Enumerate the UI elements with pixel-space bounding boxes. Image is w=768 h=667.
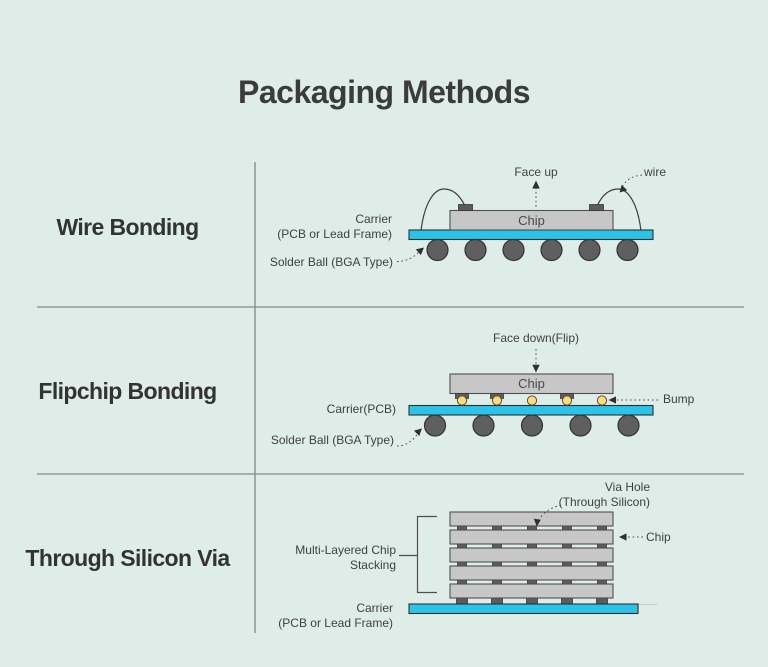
solder-ball <box>423 414 447 437</box>
via-hole-label: Via Hole (Through Silicon) <box>558 480 650 509</box>
arrowhead-icon <box>619 184 628 193</box>
wire-bonding-diagram <box>396 174 654 262</box>
solder-ball <box>426 238 449 262</box>
solder-ball <box>616 238 639 262</box>
bump-label: Bump <box>663 392 695 406</box>
solder-ball <box>472 414 495 437</box>
bump-dot <box>596 395 608 406</box>
row-label-flipchip-bonding: Flipchip Bonding <box>38 378 217 404</box>
stacked-chip-rect <box>449 547 614 563</box>
carrier-bar <box>408 603 639 615</box>
face-down-label: Face down(Flip) <box>492 331 580 345</box>
face-up-label: Face up <box>514 165 558 179</box>
through-silicon-via-diagram <box>399 504 657 615</box>
solder-ball <box>617 414 640 437</box>
wire-label: wire <box>644 165 667 179</box>
bond-wire-right <box>596 188 642 232</box>
chip-rect <box>449 209 614 231</box>
carrier-bar <box>408 404 654 416</box>
row-label-through-silicon-via: Through Silicon Via <box>25 545 230 571</box>
solder-pointer-line <box>396 432 419 447</box>
solder-ball <box>569 414 592 437</box>
chip-rect <box>449 373 614 395</box>
solder-pointer-line <box>396 251 420 262</box>
up-arrowhead-icon <box>532 180 540 189</box>
solder-ball <box>464 238 487 262</box>
bond-wire-left <box>420 188 466 232</box>
solder-ball <box>540 238 563 262</box>
carrier-label: Carrier (PCB or Lead Frame) <box>278 601 393 630</box>
carrier-bar <box>408 229 654 241</box>
arrowhead-icon <box>414 428 422 436</box>
stacking-label: Multi-Layered Chip Stacking <box>295 543 396 572</box>
bond-pad-right <box>589 204 604 211</box>
row-label-wire-bonding: Wire Bonding <box>56 214 199 240</box>
arrowhead-icon <box>415 247 424 256</box>
chip-label: Chip <box>518 376 545 391</box>
stacked-chip-rect <box>449 565 614 581</box>
bump-dot <box>456 395 468 406</box>
stack-bracket <box>416 515 437 594</box>
chip-pointer-label: Chip <box>646 530 671 544</box>
bump-dot <box>491 395 503 406</box>
stacked-chip-rect <box>449 511 614 527</box>
bump-dot <box>526 395 538 406</box>
carrier-label: Carrier(PCB) <box>326 402 396 416</box>
chip-label: Chip <box>518 213 545 228</box>
solder-ball <box>578 238 601 262</box>
solder-ball <box>520 414 544 437</box>
stacked-chip-rect <box>449 583 614 599</box>
bond-pad-left <box>458 204 473 211</box>
wire-pointer-line <box>621 174 643 188</box>
solder-ball-label: Solder Ball (BGA Type) <box>270 433 394 447</box>
stacked-chip-rect <box>449 529 614 545</box>
bump-dot <box>561 395 573 406</box>
left-arrowhead-icon <box>619 533 627 541</box>
left-arrowhead-icon <box>608 396 616 404</box>
down-arrowhead-icon <box>532 364 540 373</box>
flipchip-bonding-diagram <box>396 349 658 447</box>
carrier-label: Carrier (PCB or Lead Frame) <box>277 212 392 241</box>
solder-ball <box>502 238 525 262</box>
arrowhead-icon <box>533 518 541 527</box>
solder-ball-label: Solder Ball (BGA Type) <box>269 255 393 269</box>
page-title: Packaging Methods <box>238 74 531 110</box>
